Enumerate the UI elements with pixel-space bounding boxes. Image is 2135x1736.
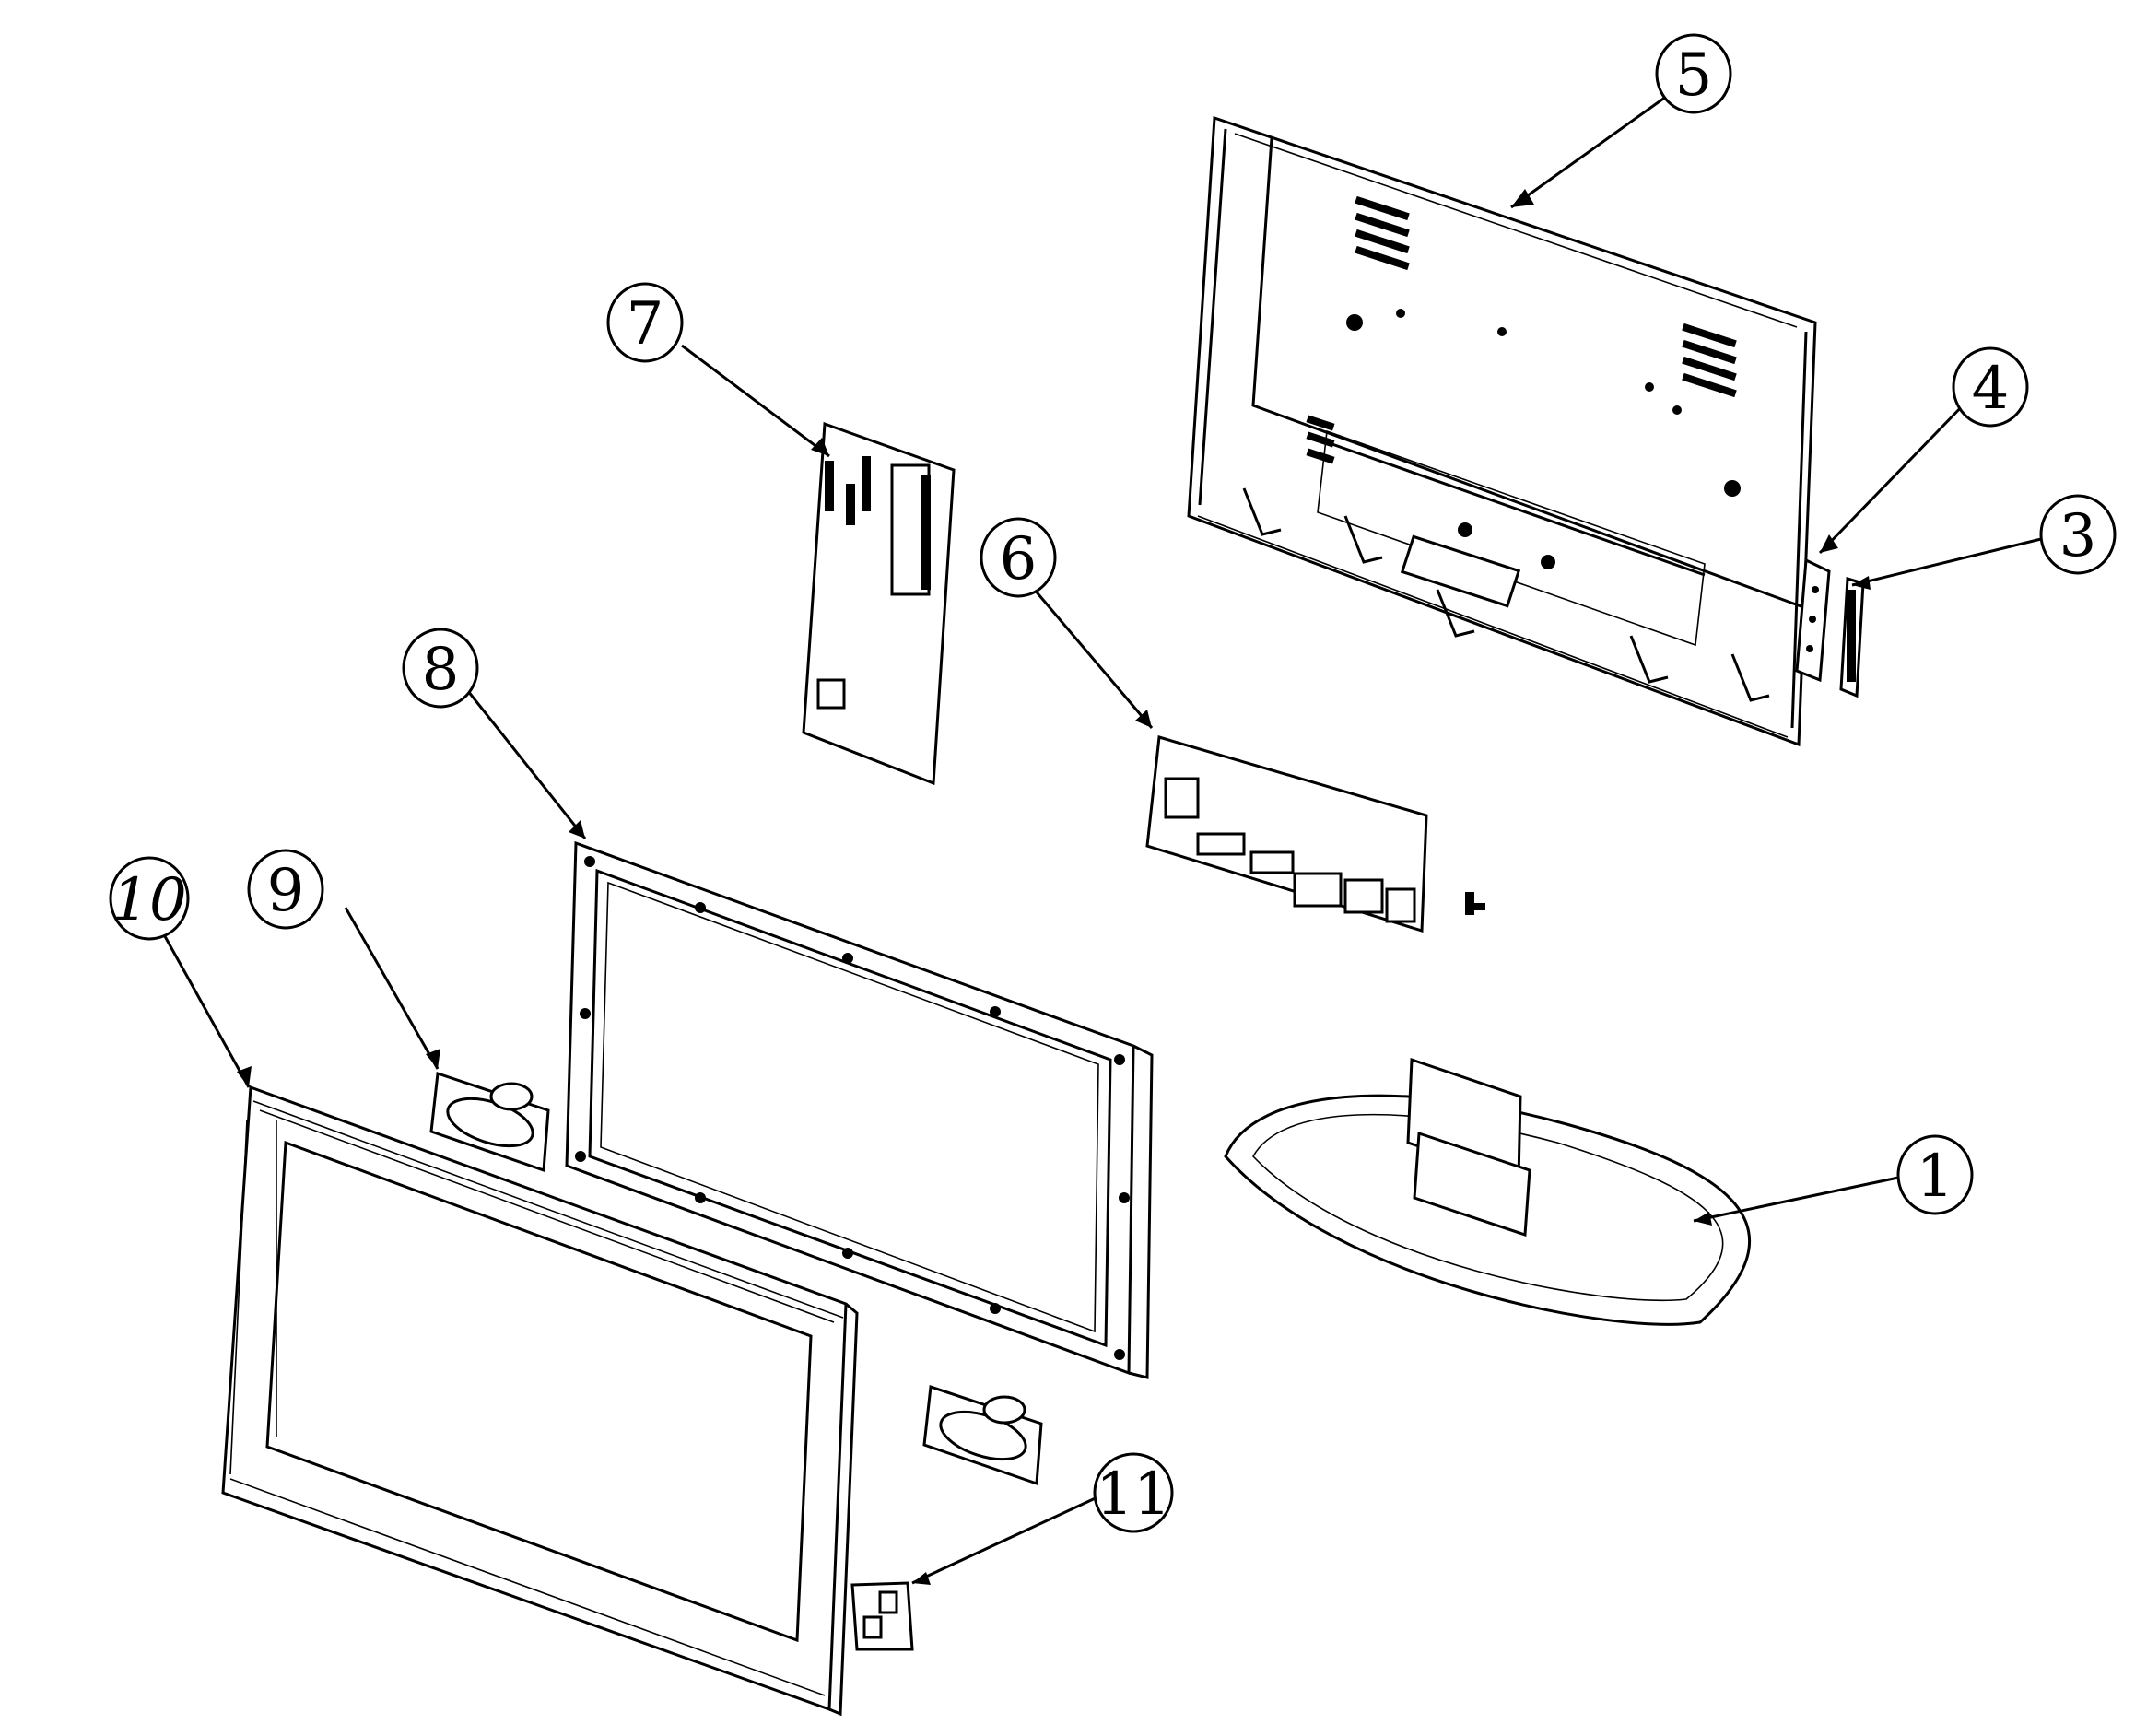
callout-label: 5: [1675, 41, 1713, 110]
callout-1: 1: [1896, 1134, 1974, 1215]
callout-3: 3: [2039, 494, 2117, 575]
callout-label: 7: [627, 290, 664, 358]
speaker-icon: [429, 1071, 550, 1173]
callout-10: 10: [109, 856, 190, 941]
callout-7: 7: [606, 282, 684, 363]
callout-9: 9: [247, 849, 324, 930]
side-key-strip-icon: [1839, 577, 1865, 698]
speaker-icon: [922, 1384, 1043, 1486]
front-bezel-icon: [221, 1085, 859, 1717]
callout-label: 4: [1972, 355, 2010, 423]
main-board-icon: [1145, 735, 1485, 933]
key-board-icon: [1795, 557, 1831, 683]
callout-label: 3: [2059, 502, 2097, 570]
ir-receiver-board-icon: [850, 1581, 914, 1651]
callout-8: 8: [402, 628, 479, 709]
tv-stand-base-icon: [1224, 1057, 1752, 1326]
callout-label: 1: [1917, 1143, 1954, 1211]
leader-lines: [155, 95, 2042, 1585]
callout-label: 8: [422, 636, 460, 704]
callout-label: 9: [267, 857, 305, 925]
lcd-panel-frame-icon: [565, 840, 1154, 1379]
callout-11: 11: [1093, 1452, 1174, 1533]
callout-4: 4: [1952, 346, 2029, 428]
power-board-icon: [802, 421, 956, 786]
rear-cover-icon: [1187, 115, 1817, 747]
callout-label: 10: [111, 866, 186, 934]
callout-6: 6: [980, 517, 1057, 598]
callout-5: 5: [1655, 33, 1732, 114]
callout-label: 6: [1000, 525, 1038, 593]
callout-label: 11: [1096, 1460, 1170, 1529]
